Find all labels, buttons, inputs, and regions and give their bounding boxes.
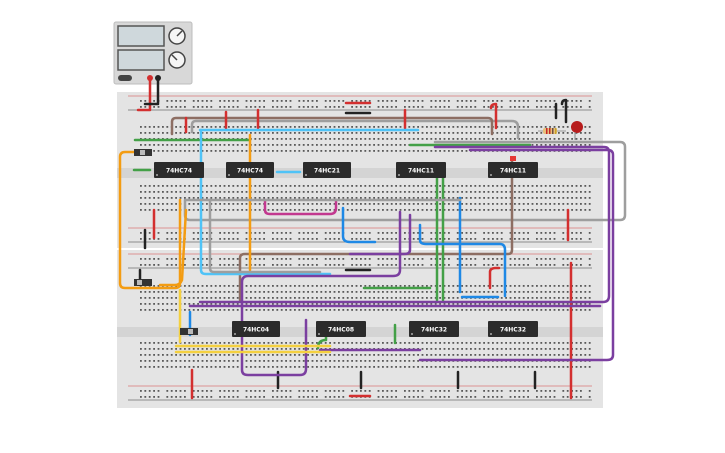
ic-chip-74hc32[interactable]: 74HC32	[488, 321, 538, 337]
ic-chip-74hc74[interactable]: 74HC74	[154, 162, 204, 178]
voltage-display	[117, 25, 165, 47]
ic-chip-74hc32[interactable]: 74HC32	[409, 321, 459, 337]
wire-orange-1	[118, 150, 182, 290]
power-switch	[118, 75, 132, 81]
ic-chip-74hc08[interactable]: 74HC08	[316, 321, 366, 337]
power-supply[interactable]	[113, 21, 193, 85]
wire-brown-top	[170, 116, 494, 136]
ic-chip-label: 74HC11	[408, 168, 434, 175]
ic-chip-label: 74HC11	[500, 168, 526, 175]
current-display	[117, 49, 165, 71]
slide-switch-mid[interactable]	[134, 279, 152, 286]
slide-switch-bottom[interactable]	[180, 328, 198, 335]
led[interactable]	[571, 121, 583, 140]
wire-red-8	[488, 266, 501, 290]
wire-black-2	[560, 98, 568, 124]
ic-chip-label: 74HC32	[500, 327, 526, 334]
ic-chip-label: 74HC74	[237, 168, 263, 175]
ic-chip-label: 74HC21	[314, 168, 340, 175]
ic-chip-label: 74HC04	[243, 327, 269, 334]
wire-red-supply	[136, 76, 152, 112]
wire-purple-2	[418, 148, 615, 362]
ic-chip-74hc04[interactable]: 74HC04	[232, 321, 280, 337]
wire-cyan-2	[199, 128, 332, 276]
output-marker	[510, 156, 516, 161]
ic-chip-74hc11[interactable]: 74HC11	[488, 162, 538, 178]
slide-switch-top[interactable]	[134, 149, 152, 156]
wire-gray-2	[208, 198, 322, 274]
wire-purple-4	[348, 213, 412, 256]
wire-red-5	[489, 102, 498, 130]
wires	[118, 76, 627, 400]
wire-black-supply	[143, 76, 160, 106]
ic-chip-label: 74HC74	[166, 168, 192, 175]
wire-blue-1	[341, 206, 377, 244]
wire-purple-1	[198, 145, 611, 304]
ic-chip-label: 74HC32	[421, 327, 447, 334]
ic-chip-label: 74HC08	[328, 327, 354, 334]
resistor	[538, 128, 566, 134]
ic-chip-74hc21[interactable]: 74HC21	[303, 162, 351, 178]
wire-blue-3	[418, 223, 507, 298]
wire-orange-3	[158, 208, 188, 287]
power-rails	[128, 95, 592, 401]
ic-chip-74hc74[interactable]: 74HC74	[226, 162, 274, 178]
ic-chips: 74HC74 74HC74 74HC21 74HC11 74HC11 74HC04 74HC…	[154, 162, 538, 337]
wire-pink-1	[263, 198, 338, 216]
ic-chip-74hc11[interactable]: 74HC11	[396, 162, 446, 178]
wire-gray-loop	[190, 119, 520, 140]
